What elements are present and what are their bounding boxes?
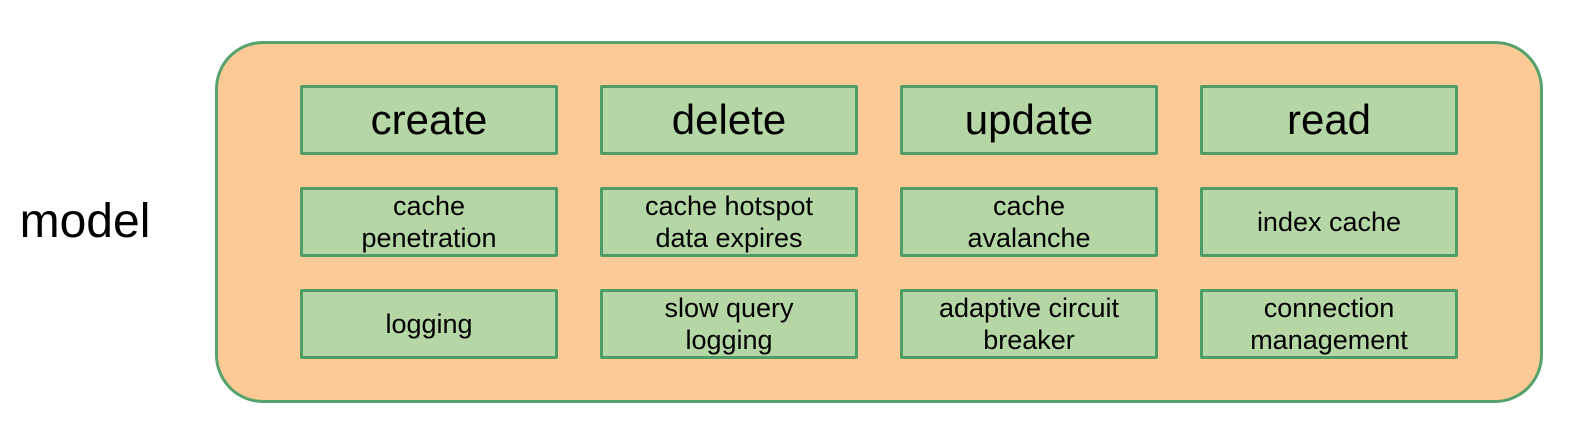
cell-read: read — [1200, 85, 1458, 155]
cell-slow-query-logging: slow query logging — [600, 289, 858, 359]
cell-cache-hotspot-data-expires: cache hotspot data expires — [600, 187, 858, 257]
cell-adaptive-circuit-breaker: adaptive circuit breaker — [900, 289, 1158, 359]
cell-delete: delete — [600, 85, 858, 155]
cell-index-cache: index cache — [1200, 187, 1458, 257]
cell-connection-management: connection management — [1200, 289, 1458, 359]
cell-update: update — [900, 85, 1158, 155]
cell-create: create — [300, 85, 558, 155]
model-container: create delete update read cache penetrat… — [215, 41, 1543, 403]
cell-cache-avalanche: cache avalanche — [900, 187, 1158, 257]
feature-grid: create delete update read cache penetrat… — [218, 44, 1540, 400]
model-label: model — [19, 195, 151, 248]
cell-logging: logging — [300, 289, 558, 359]
cell-cache-penetration: cache penetration — [300, 187, 558, 257]
